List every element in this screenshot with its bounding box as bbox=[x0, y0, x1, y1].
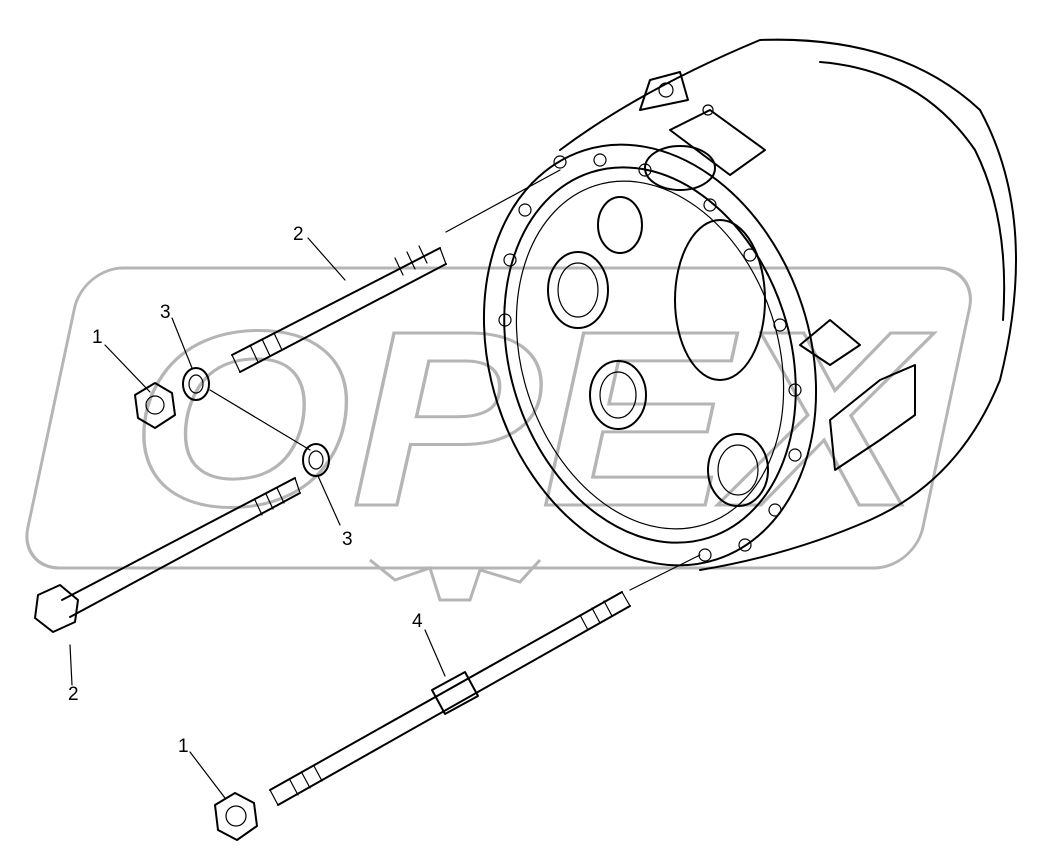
callout-stud-upper: 2 bbox=[293, 224, 304, 245]
leader-lines bbox=[69, 237, 446, 799]
callout-spacer-lower: 3 bbox=[342, 529, 353, 550]
stud-long bbox=[269, 591, 631, 806]
callout-nut-upper: 1 bbox=[92, 327, 103, 348]
alignment-lines bbox=[209, 169, 701, 591]
hex-bolt bbox=[34, 477, 301, 633]
spacer-upper bbox=[182, 367, 210, 401]
callout-nut-lower: 1 bbox=[178, 736, 189, 757]
nut-upper bbox=[134, 382, 176, 429]
callout-bolt-hex: 2 bbox=[68, 684, 79, 705]
callout-stud-long: 4 bbox=[412, 611, 423, 632]
callout-spacer-upper: 3 bbox=[160, 302, 171, 323]
nut-lower bbox=[214, 792, 258, 841]
flange-holes bbox=[498, 153, 802, 562]
transmission-housing bbox=[482, 38, 1017, 571]
spacer-lower bbox=[302, 443, 330, 477]
stud-upper bbox=[231, 245, 447, 373]
